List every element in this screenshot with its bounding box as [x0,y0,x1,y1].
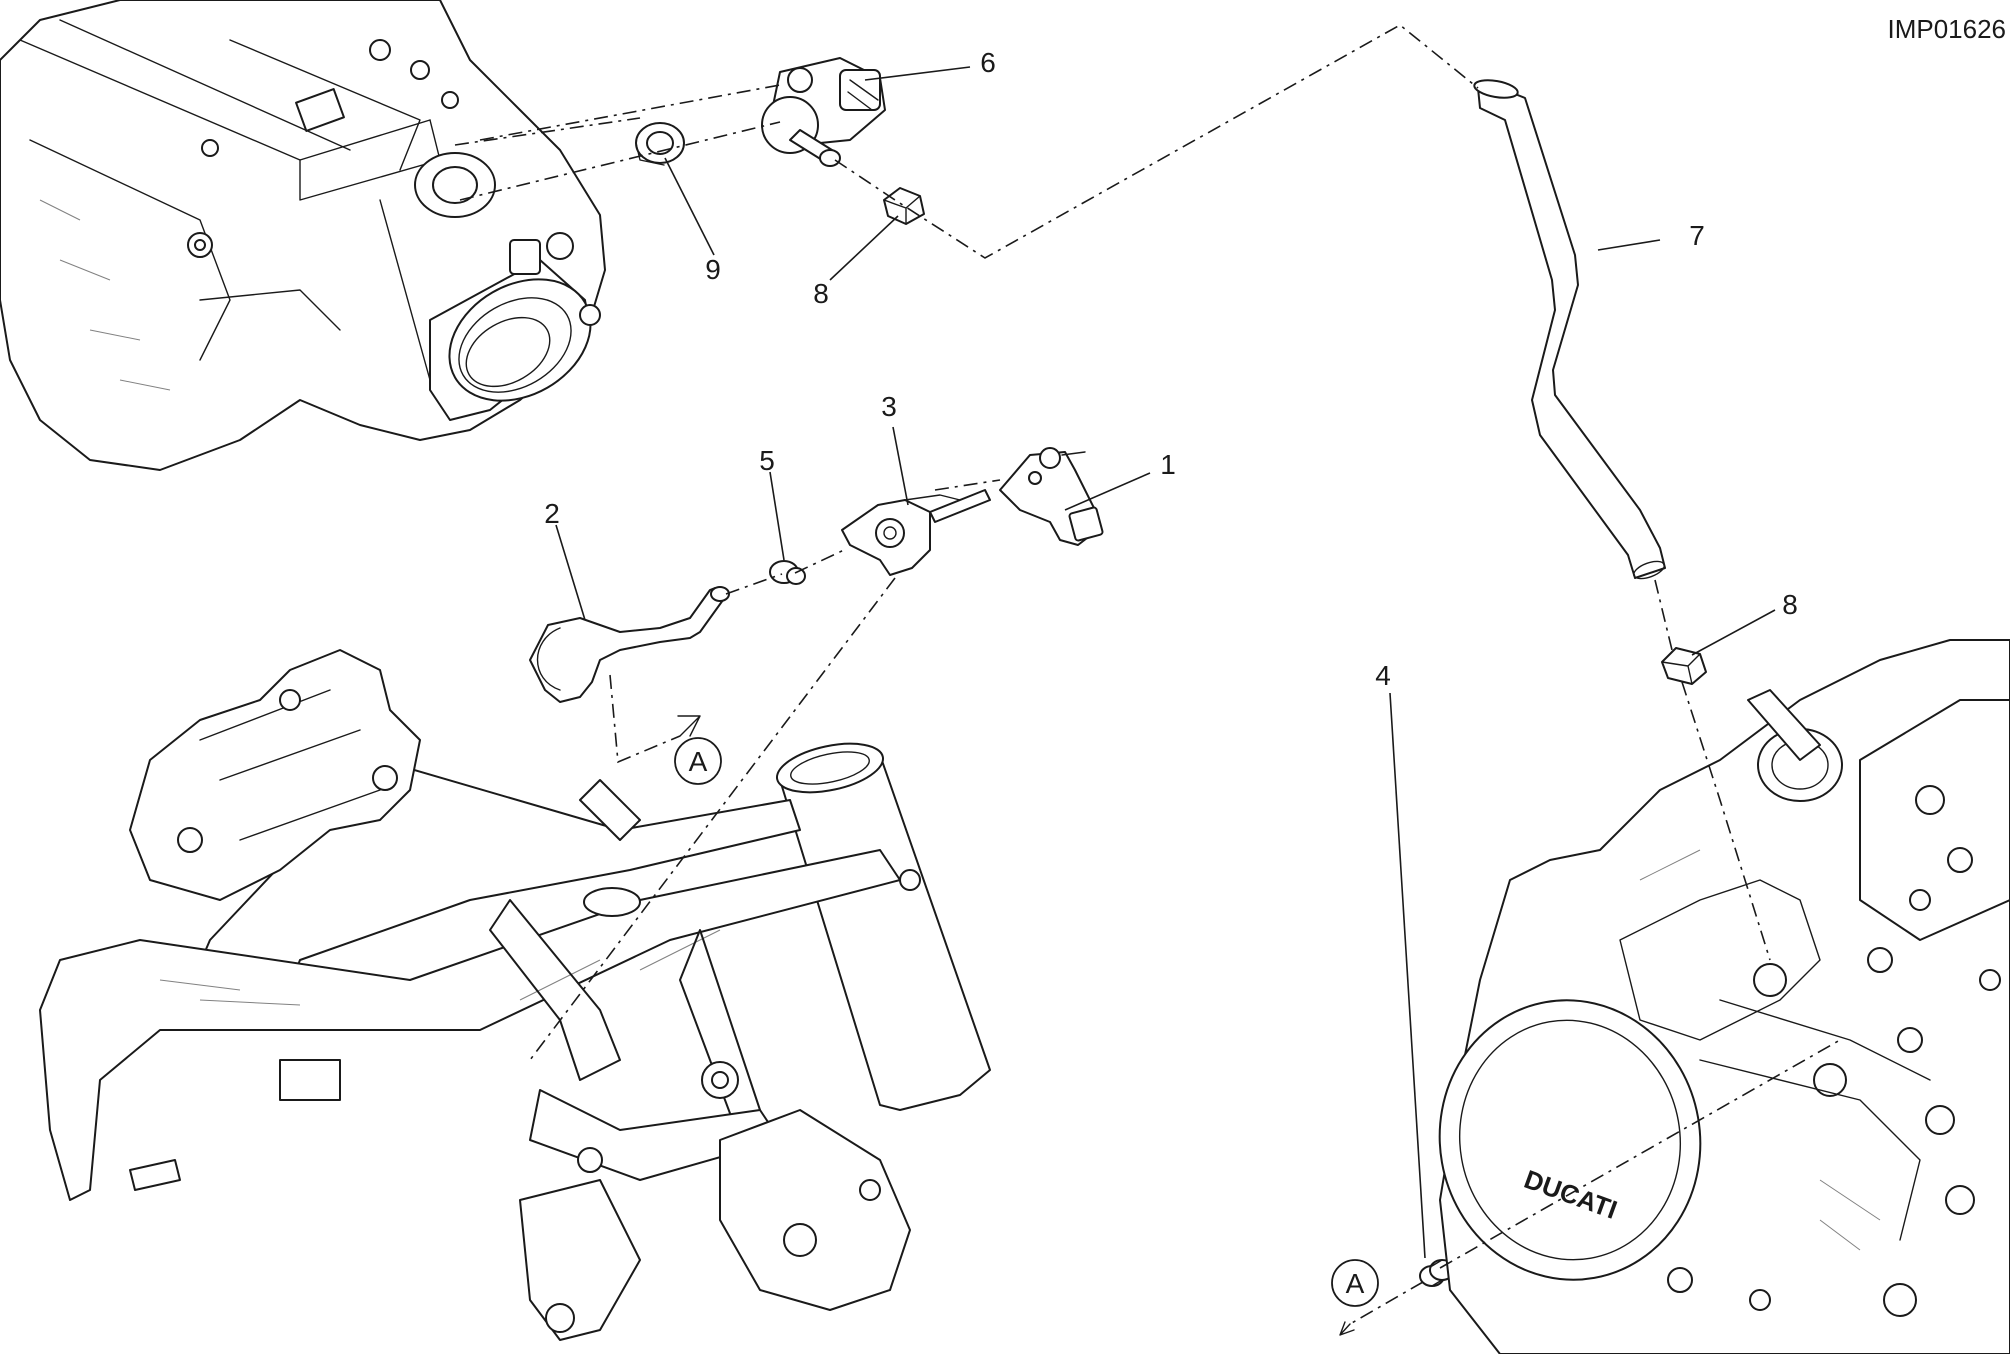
assembly-lines [454,24,1841,1336]
connection-marker-a-left: A [674,737,722,785]
callout-6: 6 [980,47,996,78]
callout-8-right: 8 [1782,589,1798,620]
callout-3: 3 [881,391,897,422]
leader-lines [555,66,1776,1259]
callout-1: 1 [1160,449,1176,480]
connection-marker-a-right: A [1331,1259,1379,1307]
connection-marker-label: A [689,746,708,777]
callout-9: 9 [705,254,721,285]
part-1-sensor [999,447,1104,546]
airbox-assembly [0,0,606,471]
part-3-bracket [841,489,991,576]
connection-marker-label: A [1346,1268,1365,1299]
part-2-hose [529,586,730,703]
part-7-hose [1473,79,1666,580]
callout-5: 5 [759,445,775,476]
frame-assembly [39,649,991,1341]
callout-8-upper: 8 [813,278,829,309]
part-8-clamp-right [1661,647,1707,685]
engine-assembly: DUCATI [1438,639,2010,1354]
callout-7: 7 [1689,220,1705,251]
callout-2: 2 [544,498,560,529]
part-8-clamp-upper [883,187,925,225]
part-6-valve [761,57,886,167]
drawing-reference: IMP01626 [1887,14,2006,44]
part-5-fitting [769,560,806,585]
part-9-grommet [635,122,685,166]
callout-4: 4 [1375,660,1391,691]
